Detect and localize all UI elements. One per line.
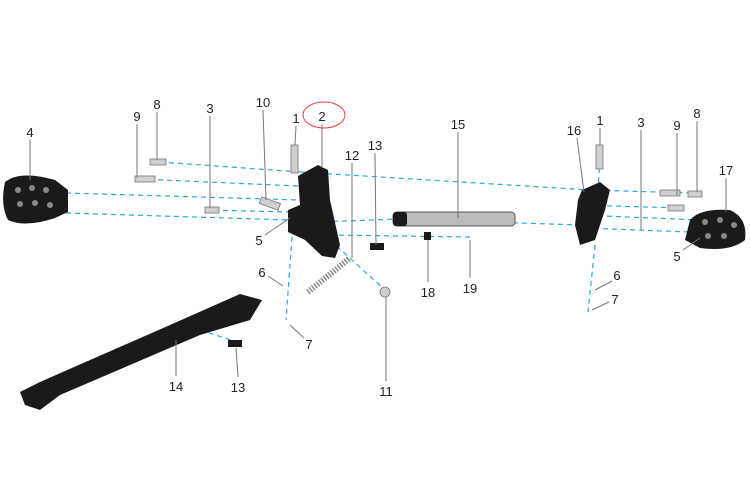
small-hardware [134, 144, 703, 347]
callout-label: 5 [255, 233, 262, 248]
side-stand [20, 294, 262, 410]
highlight-ellipse [302, 101, 346, 129]
callout-label: 9 [133, 109, 140, 124]
callout-label: 8 [693, 106, 700, 121]
callout-label: 6 [258, 265, 265, 280]
callout-label: 16 [567, 123, 581, 138]
callout-label: 10 [256, 95, 270, 110]
callout-label: 13 [368, 138, 382, 153]
callout-label: 5 [673, 249, 680, 264]
callout-label: 3 [206, 101, 213, 116]
callout-label: 15 [451, 117, 465, 132]
callout-label: 18 [421, 285, 435, 300]
callout-label: 4 [26, 125, 33, 140]
callout-label: 7 [611, 292, 618, 307]
callout-label: 17 [719, 163, 733, 178]
bracket-left [288, 165, 340, 258]
callout-label: 1 [292, 111, 299, 126]
callout-label: 12 [345, 148, 359, 163]
footpeg-right [685, 209, 746, 249]
pivot-shaft [392, 211, 516, 227]
callout-label: 11 [379, 384, 393, 399]
callout-label: 6 [613, 268, 620, 283]
callout-label: 3 [637, 115, 644, 130]
callout-label: 7 [305, 337, 312, 352]
callout-label: 13 [231, 380, 245, 395]
callout-label: 1 [596, 113, 603, 128]
bracket-right [575, 182, 610, 245]
callout-label: 8 [153, 97, 160, 112]
spring [306, 255, 352, 295]
leader-lines [29, 109, 727, 381]
callout-label: 9 [673, 118, 680, 133]
callout-label: 14 [169, 379, 183, 394]
callout-label-highlighted: 2 [318, 109, 325, 124]
footpeg-left [3, 175, 69, 224]
callout-labels: 4 9 8 3 10 1 2 13 12 15 16 1 3 9 8 17 5 … [26, 95, 733, 399]
callout-label: 19 [463, 281, 477, 296]
